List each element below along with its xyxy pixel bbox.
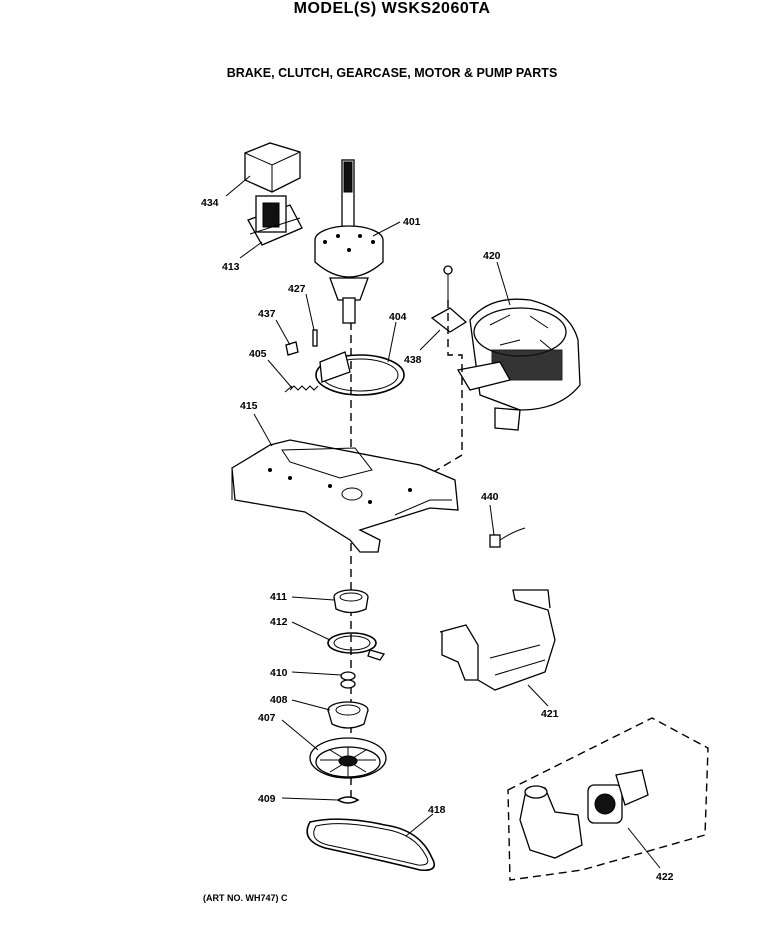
- callout-407: 407: [258, 712, 276, 724]
- callout-404: 404: [389, 311, 407, 323]
- callout-405: 405: [249, 348, 267, 360]
- callout-421: 421: [541, 708, 559, 720]
- part-434-cover: [244, 142, 301, 193]
- part-437-clip: [285, 341, 299, 356]
- part-404-brake-band: [315, 351, 405, 396]
- diagram-title: MODEL(S) WSKS2060TA: [293, 0, 491, 17]
- callout-415: 415: [240, 400, 258, 412]
- part-427-pin: [312, 329, 318, 347]
- callout-409: 409: [258, 793, 276, 805]
- part-410-nut: [340, 671, 356, 689]
- part-422-pump: [519, 769, 649, 859]
- part-438-clip: [430, 307, 468, 333]
- part-408-clutch: [327, 701, 369, 729]
- callout-437: 437: [258, 308, 276, 320]
- callout-401: 401: [403, 216, 421, 228]
- part-418-belt: [306, 818, 436, 872]
- part-409-clip: [337, 796, 360, 804]
- callout-labels: 434 413 401 420 427 437 404 405 438 415 …: [201, 197, 674, 883]
- part-415-mounting-plate: [231, 439, 459, 553]
- callout-418: 418: [428, 804, 446, 816]
- part-412-clamp: [327, 632, 386, 661]
- part-401-gearcase: [314, 159, 384, 324]
- callout-408: 408: [270, 694, 288, 706]
- part-420-motor: [456, 298, 581, 431]
- callout-420: 420: [483, 250, 501, 262]
- part-422-group-box: [507, 717, 709, 881]
- leader-lines: [225, 175, 661, 869]
- callout-411: 411: [270, 591, 287, 603]
- callout-427: 427: [288, 283, 306, 295]
- part-411-bearing: [333, 589, 369, 614]
- part-405-spring: [284, 385, 319, 393]
- callout-422: 422: [656, 871, 674, 883]
- callout-412: 412: [270, 616, 288, 628]
- art-number: (ART NO. WH747) C: [203, 893, 288, 903]
- part-407-pulley: [309, 737, 387, 779]
- motor-screw: [443, 265, 453, 300]
- motor-guide-line: [394, 300, 463, 496]
- callout-410: 410: [270, 667, 288, 679]
- callout-440: 440: [481, 491, 499, 503]
- part-413-solenoid: [247, 195, 303, 246]
- part-421-pump-bracket: [439, 589, 556, 691]
- part-440-connector: [489, 527, 526, 548]
- diagram-subtitle: BRAKE, CLUTCH, GEARCASE, MOTOR & PUMP PA…: [226, 66, 558, 80]
- callout-438: 438: [404, 354, 422, 366]
- callout-413: 413: [222, 261, 240, 273]
- callout-434: 434: [201, 197, 219, 209]
